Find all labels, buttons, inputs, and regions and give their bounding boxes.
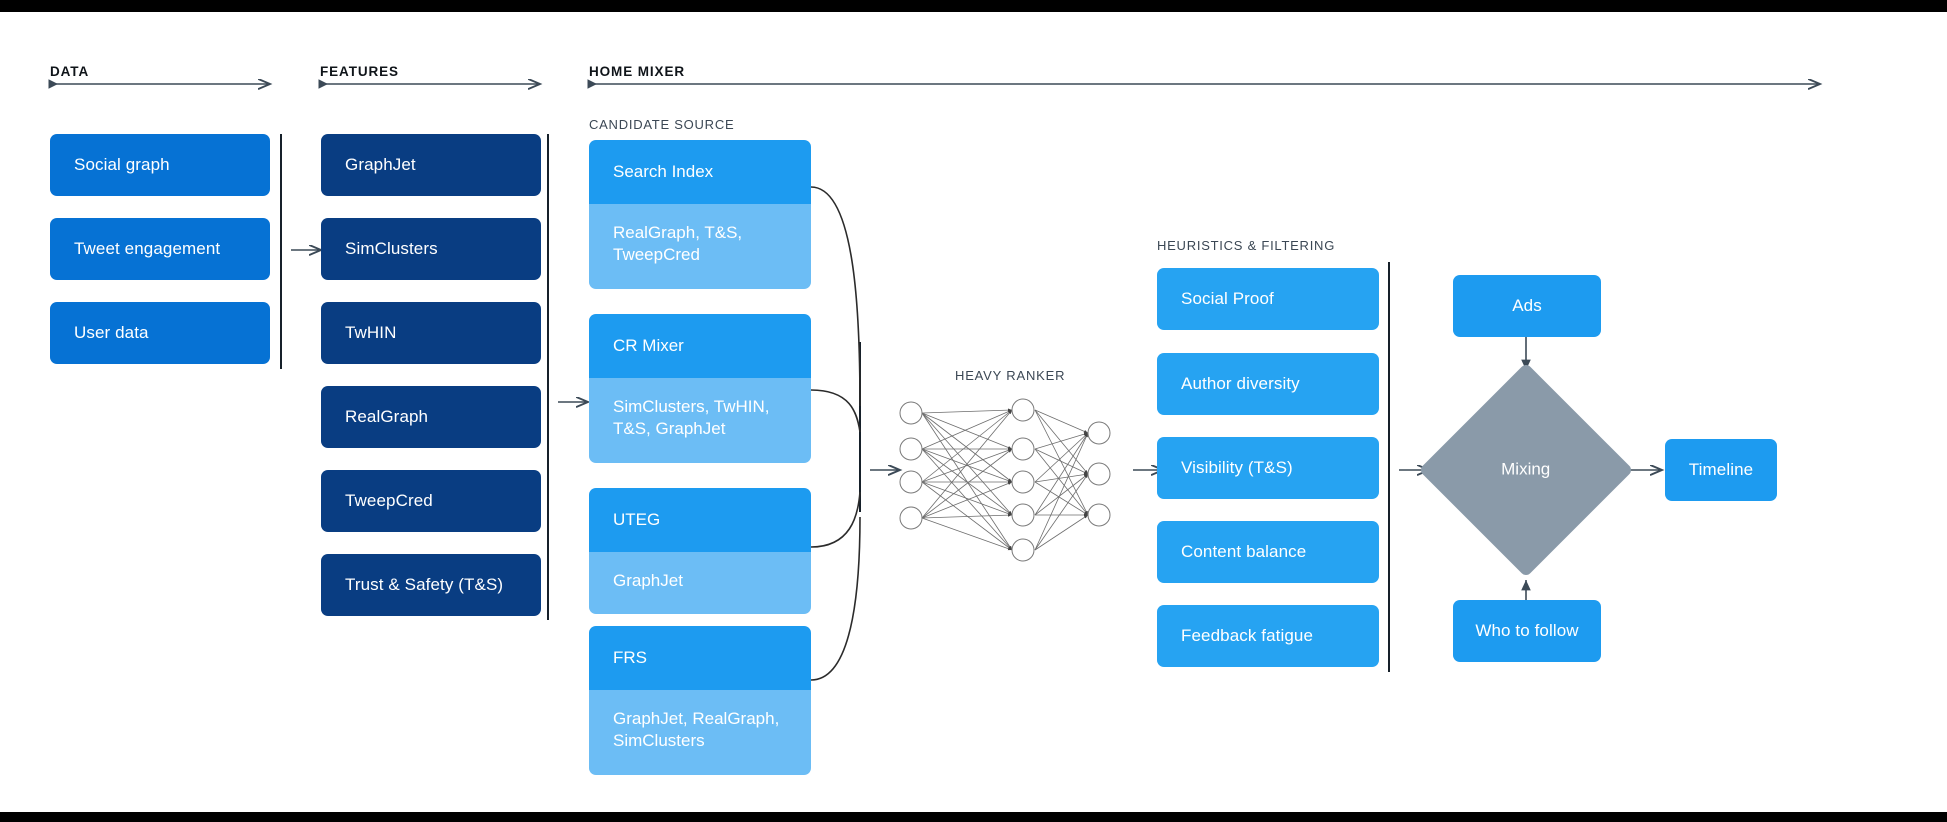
- output-box-timeline[interactable]: Timeline: [1665, 439, 1777, 501]
- candidate-source-features: SimClusters, TwHIN, T&S, GraphJet: [589, 378, 811, 463]
- candidate-source-frs[interactable]: FRS GraphJet, RealGraph, SimClusters: [589, 626, 811, 775]
- feature-box-label: TwHIN: [345, 323, 397, 343]
- nn-output-node: [1087, 462, 1111, 486]
- nn-hidden-node: [1011, 503, 1035, 527]
- feature-box-tweepcred[interactable]: TweepCred: [321, 470, 541, 532]
- heuristic-box-content-balance[interactable]: Content balance: [1157, 521, 1379, 583]
- nn-input-node: [899, 401, 923, 425]
- heuristic-box-feedback-fatigue[interactable]: Feedback fatigue: [1157, 605, 1379, 667]
- feature-box-label: GraphJet: [345, 155, 416, 175]
- sub-label-candidate-source: CANDIDATE SOURCE: [589, 117, 735, 132]
- data-box-label: Social graph: [74, 155, 170, 175]
- feature-box-twhin[interactable]: TwHIN: [321, 302, 541, 364]
- candidate-source-cr-mixer[interactable]: CR Mixer SimClusters, TwHIN, T&S, GraphJ…: [589, 314, 811, 463]
- feature-box-graphjet[interactable]: GraphJet: [321, 134, 541, 196]
- heuristic-box-visibility[interactable]: Visibility (T&S): [1157, 437, 1379, 499]
- heuristic-box-label: Content balance: [1181, 542, 1307, 562]
- section-label-data: DATA: [50, 64, 90, 79]
- heuristic-box-label: Author diversity: [1181, 374, 1300, 394]
- heavy-ranker-neurons: [899, 398, 1111, 562]
- candidate-source-search-index[interactable]: Search Index RealGraph, T&S, TweepCred: [589, 140, 811, 289]
- feature-box-label: SimClusters: [345, 239, 438, 259]
- heuristic-box-label: Feedback fatigue: [1181, 626, 1314, 646]
- label-heavy-ranker: HEAVY RANKER: [955, 368, 1066, 383]
- candidate-source-name: UTEG: [589, 488, 811, 552]
- data-box-label: Tweet engagement: [74, 239, 221, 259]
- nn-hidden-node: [1011, 437, 1035, 461]
- candidate-source-name: CR Mixer: [589, 314, 811, 378]
- nn-hidden-node: [1011, 398, 1035, 422]
- nn-output-node: [1087, 421, 1111, 445]
- nn-output-node: [1087, 503, 1111, 527]
- candidate-source-uteg[interactable]: UTEG GraphJet: [589, 488, 811, 615]
- output-box-label: Who to follow: [1475, 621, 1579, 641]
- output-box-label: Timeline: [1688, 460, 1754, 480]
- nn-input-node: [899, 437, 923, 461]
- candidate-source-features: GraphJet: [589, 552, 811, 615]
- curve-frs: [810, 516, 861, 681]
- diagram-canvas: DATA FEATURES HOME MIXER CANDIDATE SOURC…: [0, 12, 1947, 812]
- feature-box-simclusters[interactable]: SimClusters: [321, 218, 541, 280]
- nn-hidden-node: [1011, 470, 1035, 494]
- feature-box-label: RealGraph: [345, 407, 429, 427]
- curve-uteg: [810, 491, 861, 548]
- data-box-user-data[interactable]: User data: [50, 302, 270, 364]
- nn-input-node: [899, 506, 923, 530]
- heuristic-box-label: Visibility (T&S): [1181, 458, 1293, 478]
- candidate-source-name: FRS: [589, 626, 811, 690]
- data-box-social-graph[interactable]: Social graph: [50, 134, 270, 196]
- nn-hidden-node: [1011, 538, 1035, 562]
- candidate-source-features: GraphJet, RealGraph, SimClusters: [589, 690, 811, 775]
- data-box-tweet-engagement[interactable]: Tweet engagement: [50, 218, 270, 280]
- mixing-diamond[interactable]: Mixing: [1418, 362, 1634, 578]
- candidate-source-name: Search Index: [589, 140, 811, 204]
- heuristic-box-author-diversity[interactable]: Author diversity: [1157, 353, 1379, 415]
- curve-cr-mixer: [810, 389, 861, 433]
- output-box-who-to-follow[interactable]: Who to follow: [1453, 600, 1601, 662]
- sub-label-heuristics-filtering: HEURISTICS & FILTERING: [1157, 238, 1336, 253]
- section-label-home-mixer: HOME MIXER: [589, 64, 686, 79]
- feature-box-label: Trust & Safety (T&S): [345, 575, 504, 595]
- data-box-label: User data: [74, 323, 149, 343]
- connector-overlay: [0, 12, 1947, 681]
- feature-box-realgraph[interactable]: RealGraph: [321, 386, 541, 448]
- section-label-features: FEATURES: [320, 64, 399, 79]
- output-box-label: Ads: [1512, 296, 1542, 316]
- heuristic-box-label: Social Proof: [1181, 289, 1274, 309]
- mixing-label: Mixing: [1501, 460, 1551, 479]
- feature-box-trust-and-safety[interactable]: Trust & Safety (T&S): [321, 554, 541, 616]
- output-box-ads[interactable]: Ads: [1453, 275, 1601, 337]
- heuristic-box-social-proof[interactable]: Social Proof: [1157, 268, 1379, 330]
- nn-input-node: [899, 470, 923, 494]
- candidate-source-features: RealGraph, T&S, TweepCred: [589, 204, 811, 289]
- curve-search-index: [810, 186, 861, 407]
- heavy-ranker-network: [921, 408, 1089, 551]
- feature-box-label: TweepCred: [345, 491, 433, 511]
